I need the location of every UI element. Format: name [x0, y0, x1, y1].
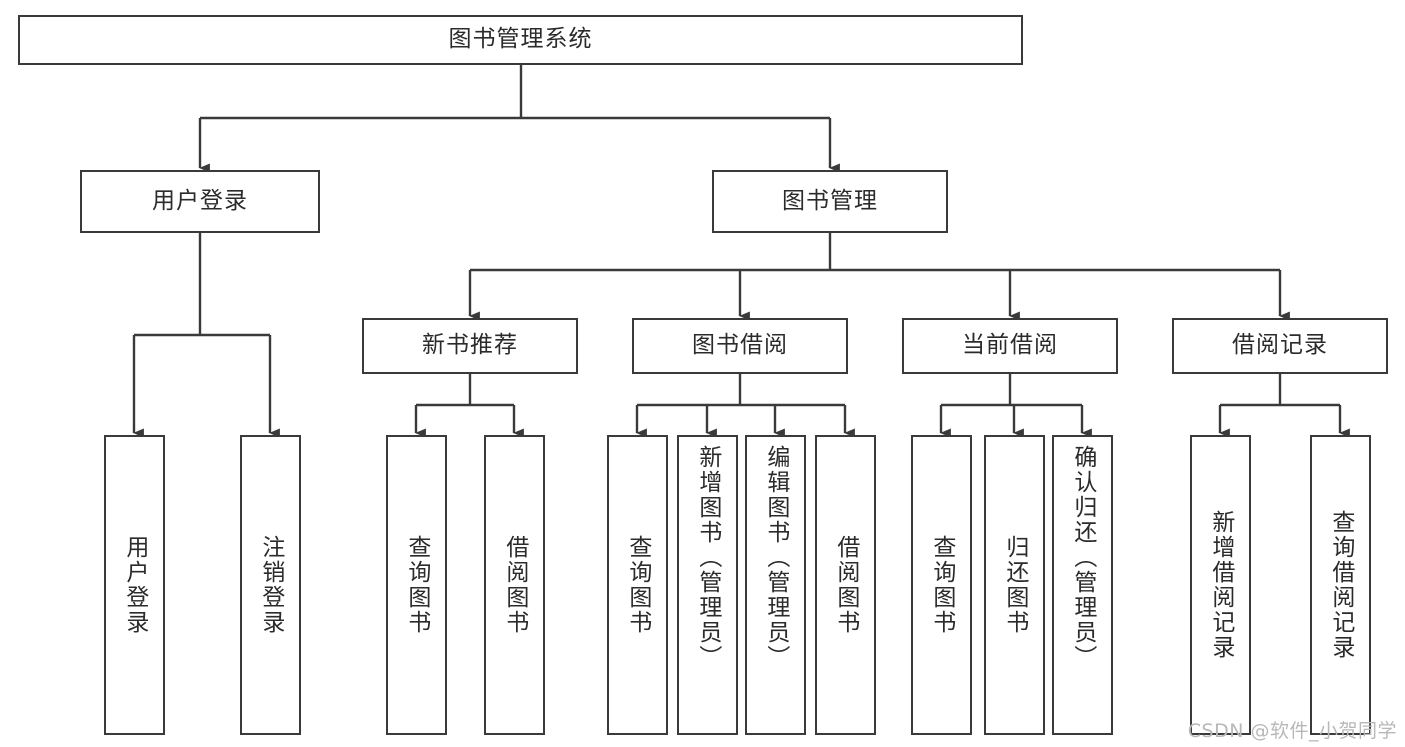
- leaf-query-book-borrow[interactable]: 查询图书: [607, 435, 668, 735]
- node-borrow-record[interactable]: 借阅记录: [1172, 318, 1388, 374]
- leaf-confirm-return-admin[interactable]: 确认归还（管理员）: [1052, 435, 1113, 735]
- leaf-edit-book-admin[interactable]: 编辑图书（管理员）: [745, 435, 806, 735]
- node-new-book-recommend[interactable]: 新书推荐: [362, 318, 578, 374]
- leaf-query-book-recommend[interactable]: 查询图书: [386, 435, 447, 735]
- csdn-watermark: CSDN @软件_小贺同学: [1187, 720, 1397, 742]
- leaf-user-login[interactable]: 用户登录: [104, 435, 165, 735]
- leaf-borrow-book[interactable]: 借阅图书: [815, 435, 876, 735]
- node-book-management[interactable]: 图书管理: [712, 170, 948, 233]
- leaf-query-borrow-record[interactable]: 查询借阅记录: [1310, 435, 1371, 735]
- leaf-logout-login[interactable]: 注销登录: [240, 435, 301, 735]
- leaf-add-book-admin[interactable]: 新增图书（管理员）: [677, 435, 738, 735]
- leaf-return-book[interactable]: 归还图书: [984, 435, 1045, 735]
- leaf-query-book-current[interactable]: 查询图书: [911, 435, 972, 735]
- leaf-add-borrow-record[interactable]: 新增借阅记录: [1190, 435, 1251, 735]
- node-book-borrow[interactable]: 图书借阅: [632, 318, 848, 374]
- node-user-login[interactable]: 用户登录: [80, 170, 320, 233]
- node-current-borrow[interactable]: 当前借阅: [902, 318, 1118, 374]
- leaf-borrow-book-recommend[interactable]: 借阅图书: [484, 435, 545, 735]
- node-root[interactable]: 图书管理系统: [18, 15, 1023, 65]
